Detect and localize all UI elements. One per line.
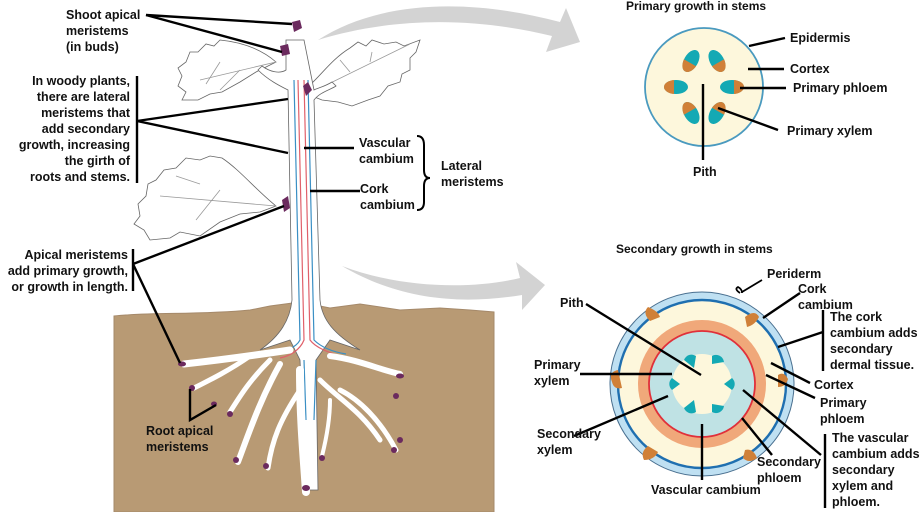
vascular-bundle [720, 80, 745, 94]
label-root-apical-meristems: Root apical meristems [146, 424, 214, 454]
root-tip [263, 463, 269, 469]
label-epidermis: Epidermis [790, 31, 851, 45]
secondary-leader-lines [573, 279, 827, 508]
label-pith: Pith [693, 165, 717, 179]
roots [180, 346, 403, 496]
vascular-bundle [663, 80, 688, 94]
leaf-lower-left [133, 155, 277, 241]
meristem-tips [178, 20, 404, 491]
primary-xylem-caps [669, 354, 735, 414]
vascular-bundle [708, 50, 726, 72]
root-tip [227, 411, 233, 417]
primary-panel-title: Primary growth in stems [626, 0, 767, 13]
label-cork-cambium-note: The cork cambium adds secondary dermal t… [830, 310, 918, 372]
root-tip [302, 485, 310, 491]
shoot-apical-meristem-top [292, 20, 302, 32]
label-periderm: Periderm [767, 267, 822, 281]
primary-leader-lines [701, 36, 786, 160]
label-cork-cambium-2: Cork cambium [798, 282, 853, 312]
root-tip [396, 373, 404, 379]
root-tip [397, 437, 403, 443]
label-secondary-phloem: Secondary phloem [757, 455, 821, 485]
plant-leader-lines [131, 13, 431, 423]
label-vascular-cambium-note: The vascular cambium adds secondary xyle… [832, 431, 920, 509]
axillary-bud [303, 82, 312, 96]
label-pith-2: Pith [560, 296, 584, 310]
leaf-upper-left [177, 39, 277, 101]
label-primary-xylem-2: Primary xylem [534, 358, 581, 388]
vascular-bundle [682, 102, 700, 124]
vascular-bundle [682, 50, 700, 72]
arrow-to-primary [318, 6, 580, 52]
root-tip [391, 447, 397, 453]
label-lateral-meristems: Lateral meristems [441, 159, 504, 189]
label-vascular-cambium: Vascular cambium [359, 136, 414, 166]
label-apical-meristems-note: Apical meristems add primary growth, or … [7, 248, 128, 294]
leaf-upper-right [301, 39, 421, 107]
label-cork-cambium: Cork cambium [360, 182, 415, 212]
label-shoot-apical-meristems: Shoot apical meristems (in buds) [66, 8, 141, 54]
root-tip [233, 457, 239, 463]
root-tip [393, 393, 399, 399]
shoot-apical-meristem-axil [280, 44, 290, 56]
secondary-stem-cross-section [609, 291, 795, 477]
secondary-panel-title: Secondary growth in stems [616, 242, 773, 256]
label-secondary-xylem: Secondary xylem [537, 427, 601, 457]
label-primary-phloem-2: Primary phloem [820, 396, 867, 426]
label-cortex: Cortex [790, 62, 830, 76]
root-tip [319, 455, 325, 461]
label-primary-phloem: Primary phloem [793, 81, 888, 95]
label-cortex-2: Cortex [814, 378, 854, 392]
label-woody-plants-note: In woody plants, there are lateral meris… [18, 74, 130, 184]
axillary-bud-lower [282, 196, 290, 212]
arrow-to-secondary [342, 262, 545, 310]
label-primary-xylem: Primary xylem [787, 124, 873, 138]
stem [257, 39, 361, 491]
label-vascular-cambium-2: Vascular cambium [651, 483, 761, 497]
